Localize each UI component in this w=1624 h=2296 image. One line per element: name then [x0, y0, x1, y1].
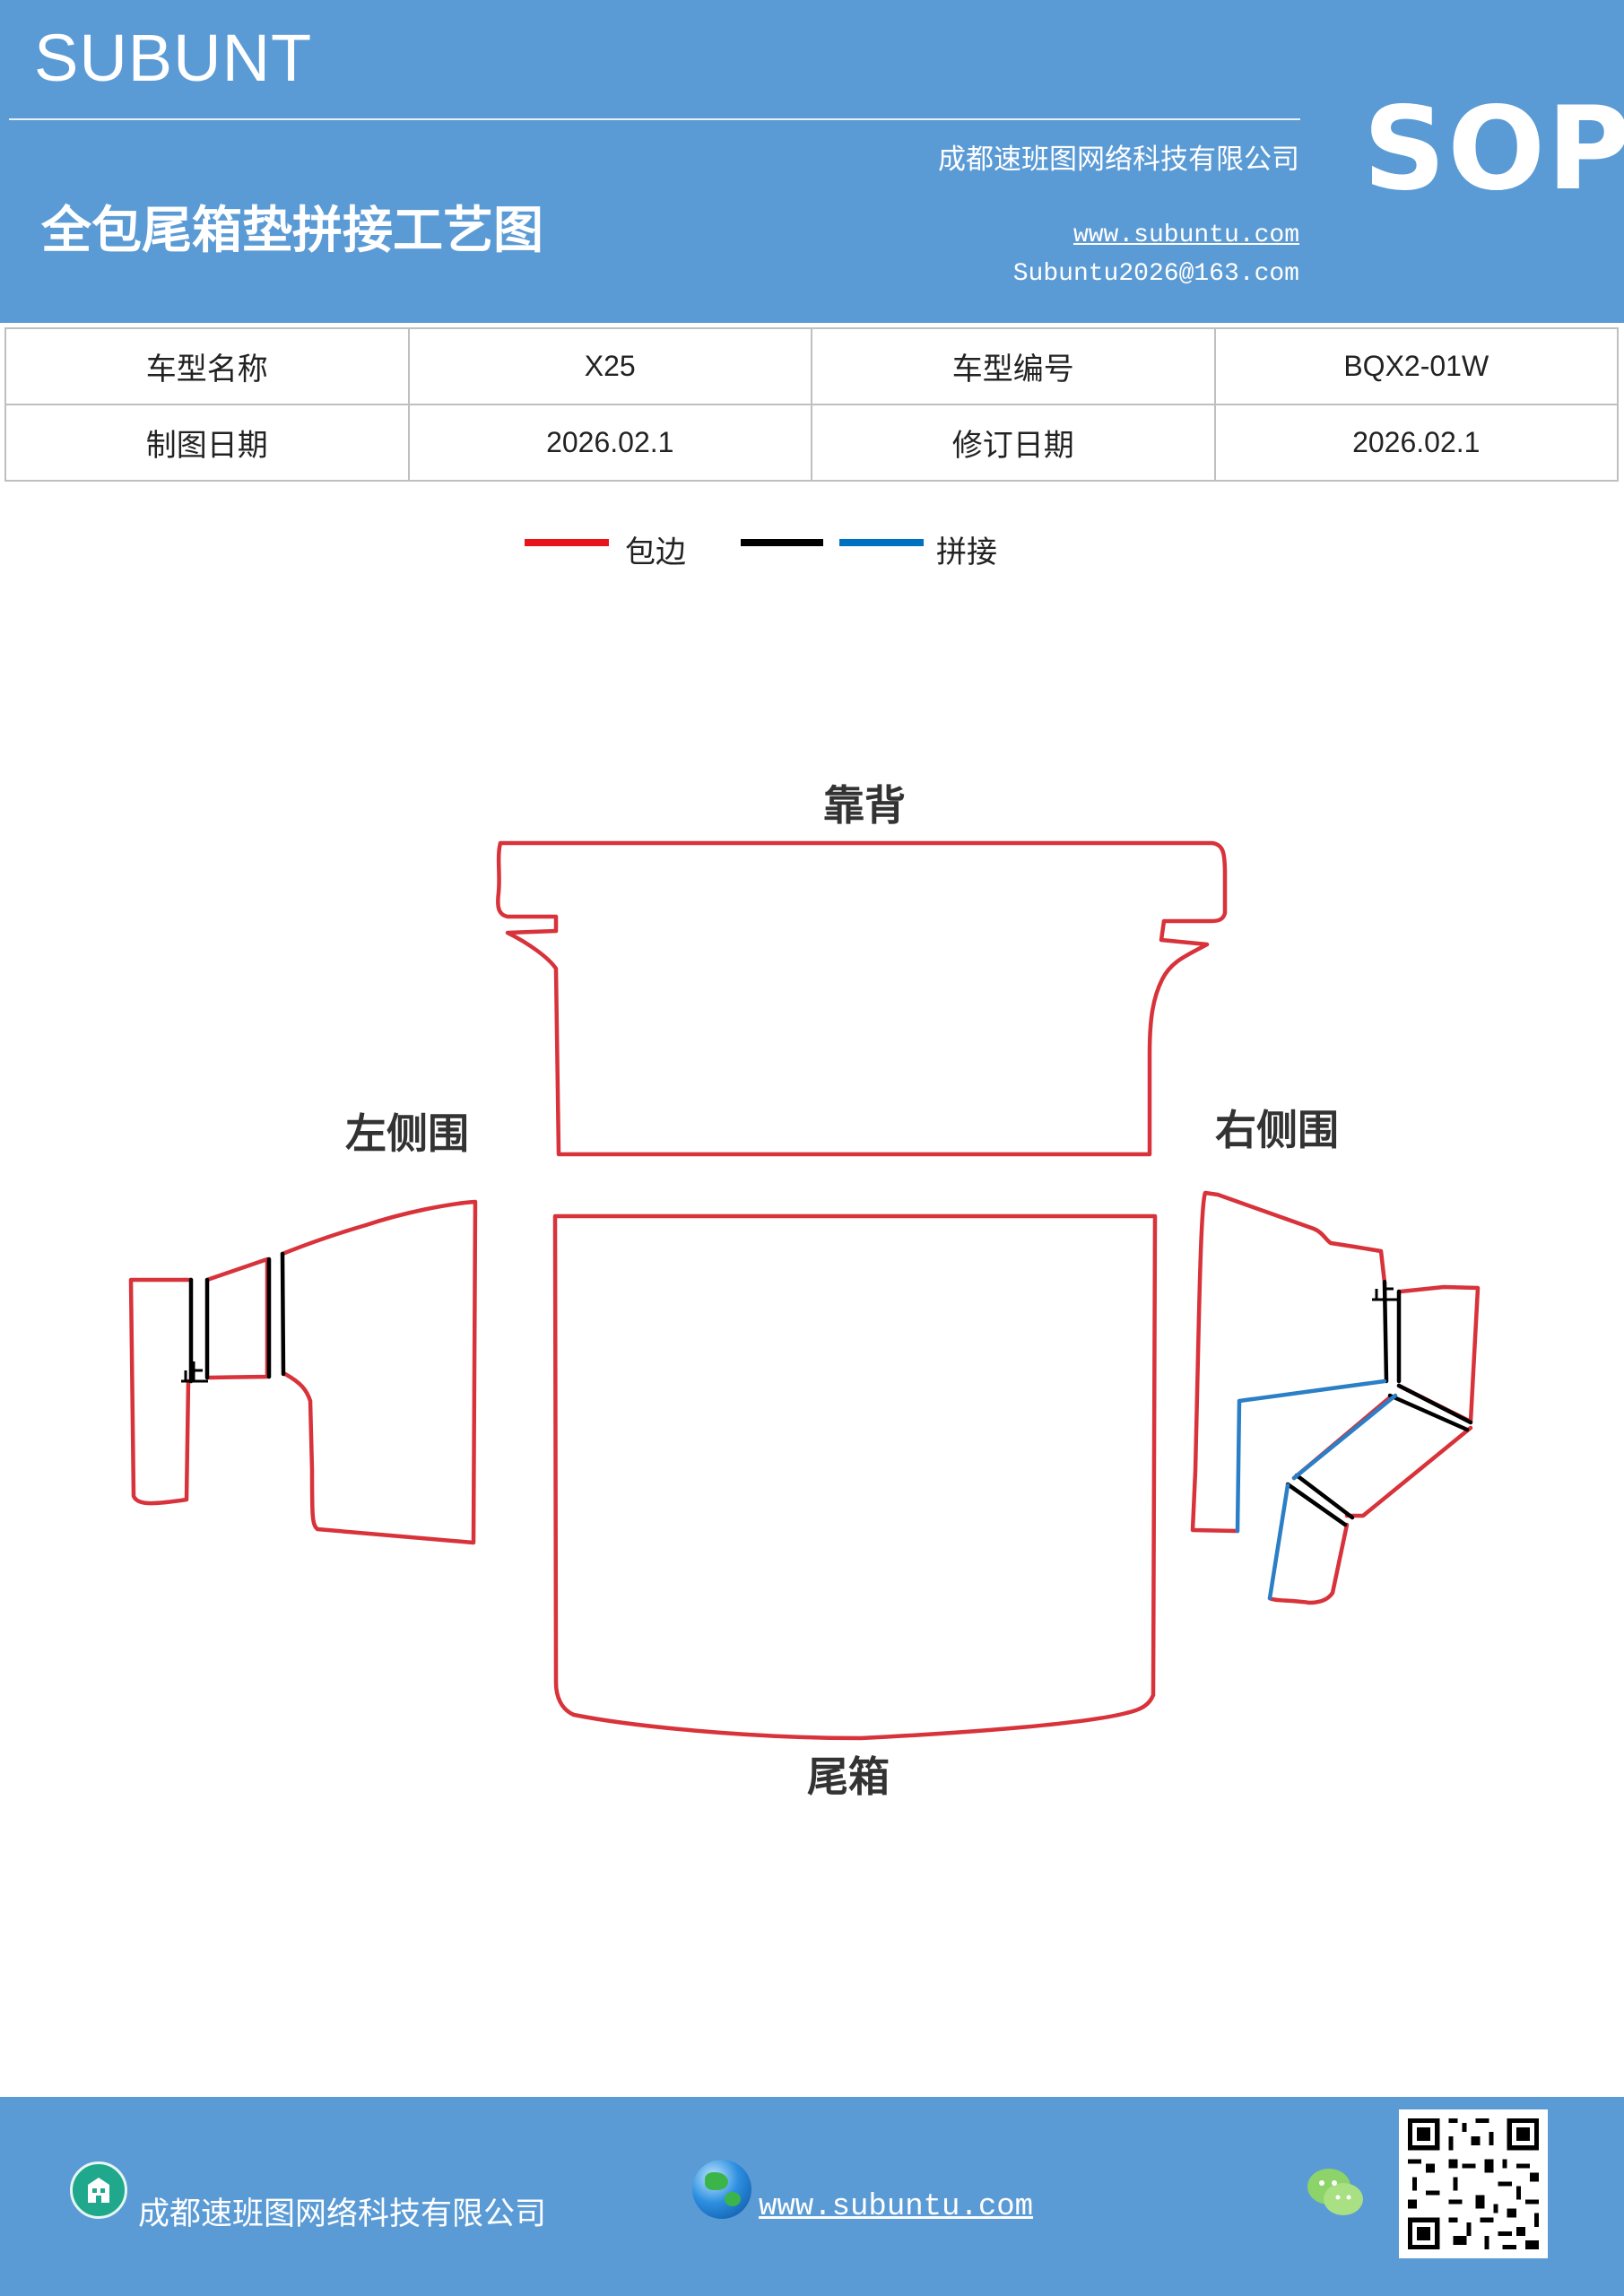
legend-swatch-black	[741, 539, 823, 546]
label-trunk: 尾箱	[807, 1752, 890, 1801]
value-model-name: X25	[407, 327, 812, 405]
footer-website-link[interactable]: www.subuntu.com	[759, 2190, 1034, 2224]
legend-swatch-seam	[839, 539, 924, 546]
right-stop-mark-icon	[1372, 1280, 1399, 1301]
qr-code[interactable]	[1399, 2109, 1548, 2258]
table-row: 制图日期 2026.02.1 修订日期 2026.02.1	[4, 404, 1619, 482]
legend: 包边 拼接	[0, 522, 1624, 576]
header-band: SUBUNT 成都速班图网络科技有限公司 全包尾箱垫拼接工艺图 www.subu…	[0, 0, 1624, 323]
label-model-code: 车型编号	[811, 327, 1216, 405]
legend-swatch-edge	[525, 539, 609, 546]
label-drawing-date: 制图日期	[4, 404, 410, 482]
left-side-outline-2	[204, 1257, 270, 1380]
sop-badge: SOP	[1363, 83, 1624, 216]
header-website-link[interactable]: www.subuntu.com	[1073, 222, 1299, 249]
label-model-name: 车型名称	[4, 327, 410, 405]
right-seam-6	[1285, 1482, 1348, 1527]
header-email[interactable]: Subuntu2026@163.com	[1012, 260, 1299, 288]
left-seam-4	[280, 1251, 286, 1377]
legend-label-edge: 包边	[625, 535, 686, 570]
backrest-outline	[496, 840, 1228, 1157]
mat-splicing-diagram: 靠背 左侧围 右侧围 尾箱	[128, 781, 1481, 1801]
right-seam-3	[1396, 1383, 1473, 1425]
legend-label-seam: 拼接	[936, 535, 997, 570]
right-seam-5	[1294, 1473, 1355, 1520]
value-drawing-date: 2026.02.1	[407, 404, 812, 482]
label-left-side: 左侧围	[345, 1109, 469, 1158]
label-revision-date: 修订日期	[811, 404, 1216, 482]
left-side-outline-1	[128, 1277, 194, 1506]
footer-company: 成都速班图网络科技有限公司	[138, 2196, 547, 2232]
globe-icon	[692, 2160, 751, 2219]
footer-band: 成都速班图网络科技有限公司 www.subuntu.com	[0, 2097, 1624, 2296]
right-side-outline-1	[1190, 1190, 1387, 1534]
document-title: 全包尾箱垫拼接工艺图	[41, 202, 543, 260]
trunk-outline	[552, 1213, 1158, 1741]
brand-name: SUBUNT	[34, 21, 313, 95]
value-model-code: BQX2-01W	[1213, 327, 1619, 405]
left-stop-mark-icon	[181, 1361, 208, 1383]
left-side-outline-3	[280, 1199, 478, 1545]
right-blue-seam-1	[1235, 1378, 1387, 1534]
right-blue-seam-2	[1291, 1393, 1398, 1481]
right-seam-4	[1387, 1393, 1470, 1432]
label-backrest: 靠背	[823, 781, 906, 830]
vehicle-info-table: 车型名称 X25 车型编号 BQX2-01W 制图日期 2026.02.1 修订…	[4, 327, 1619, 482]
right-blue-seam-3	[1267, 1483, 1290, 1601]
wechat-icon[interactable]	[1306, 2165, 1365, 2219]
right-side-outline-2	[1396, 1284, 1481, 1424]
building-icon	[70, 2161, 127, 2219]
table-row: 车型名称 X25 车型编号 BQX2-01W	[4, 327, 1619, 405]
header-divider	[9, 118, 1300, 120]
label-right-side: 右侧围	[1215, 1106, 1339, 1154]
right-side-outline-4	[1267, 1522, 1350, 1605]
value-revision-date: 2026.02.1	[1213, 404, 1619, 482]
header-company: 成都速班图网络科技有限公司	[938, 144, 1299, 176]
